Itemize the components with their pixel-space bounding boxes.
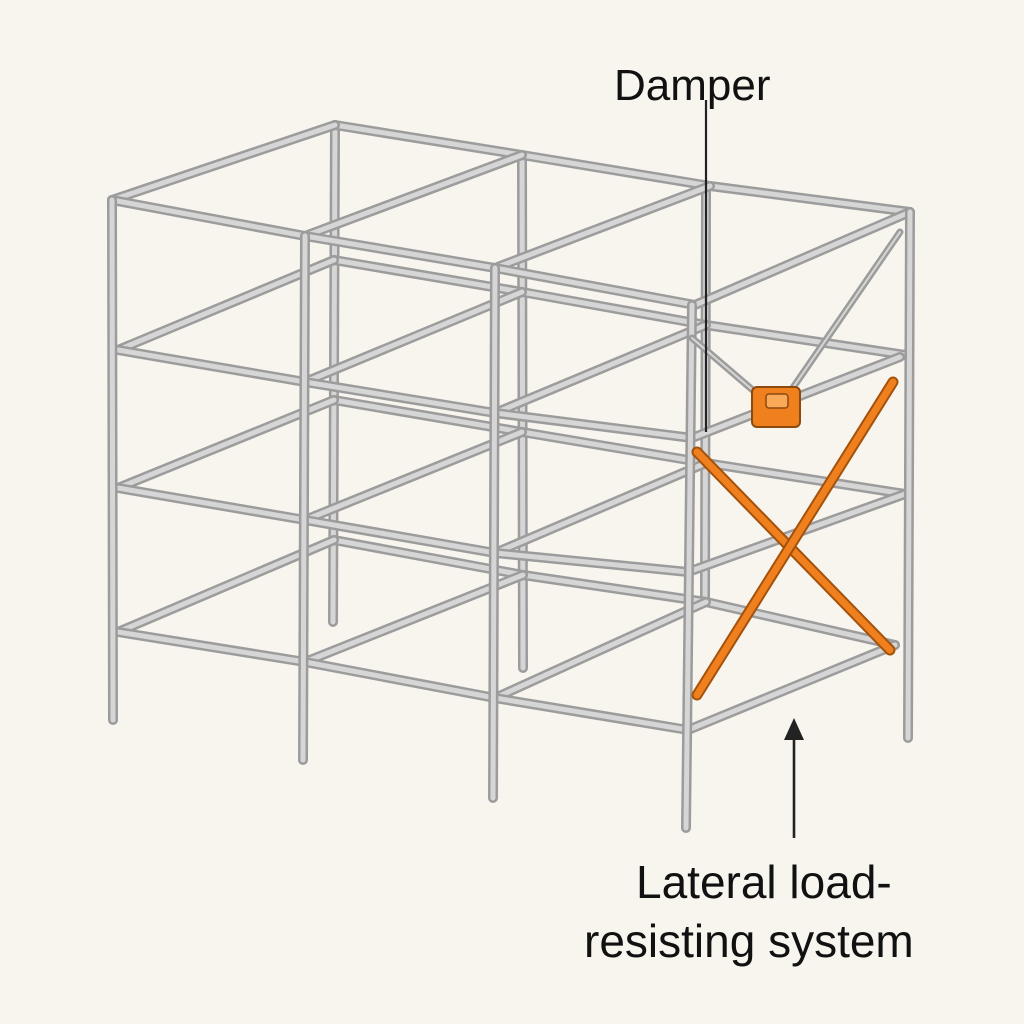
damper-left-brace-core	[691, 337, 763, 399]
callouts	[704, 100, 804, 838]
roof-back-beam-core	[332, 122, 913, 215]
floor1-front-beam	[113, 627, 900, 735]
floor3-depth-beam-mid1-core	[302, 289, 525, 385]
damper-assembly	[688, 228, 904, 428]
floor1-depth-beam-mid2-core	[492, 599, 709, 701]
front-columns	[107, 195, 915, 833]
steel-frame	[107, 120, 915, 833]
lateral-arrow-head	[784, 718, 804, 740]
column-front-mid2-core	[490, 265, 498, 801]
column-front-right-core	[683, 302, 695, 831]
back-beams	[107, 120, 915, 703]
brace-diagonal-2-core	[693, 378, 897, 699]
lateral-label-line2: resisting system	[584, 915, 914, 967]
damper-right-brace-core	[789, 231, 901, 393]
front-beams	[107, 195, 915, 735]
damper-label: Damper	[614, 61, 771, 110]
lateral-label-line1: Lateral load-	[636, 856, 892, 908]
floor2-depth-beam-left-core	[115, 397, 337, 491]
column-front-mid1-core	[300, 233, 308, 763]
column-corner-right-core	[905, 209, 913, 741]
floor2-depth-beam-mid2-core	[492, 460, 709, 556]
roof-mid1-depth-beam-core	[302, 152, 525, 239]
floor2-depth-beam-mid1-core	[302, 429, 525, 523]
column-front-left-core	[109, 197, 116, 723]
floor3-depth-beam-mid2-core	[492, 322, 709, 416]
floor1-depth-beam-mid1-core	[302, 572, 526, 665]
damper-cap	[765, 393, 789, 409]
floor3-depth-beam-left-core	[115, 257, 337, 353]
roof-mid2-depth-beam-core	[492, 183, 713, 271]
floor1-back-beam-core	[331, 537, 898, 648]
floor1-depth-beam-left-core	[115, 537, 337, 635]
roof-left-side-beam-core	[109, 122, 338, 203]
lateral-bracing	[691, 376, 899, 701]
floor2-back-beam-core	[331, 397, 908, 497]
floor3-back-beam-core	[331, 257, 908, 358]
